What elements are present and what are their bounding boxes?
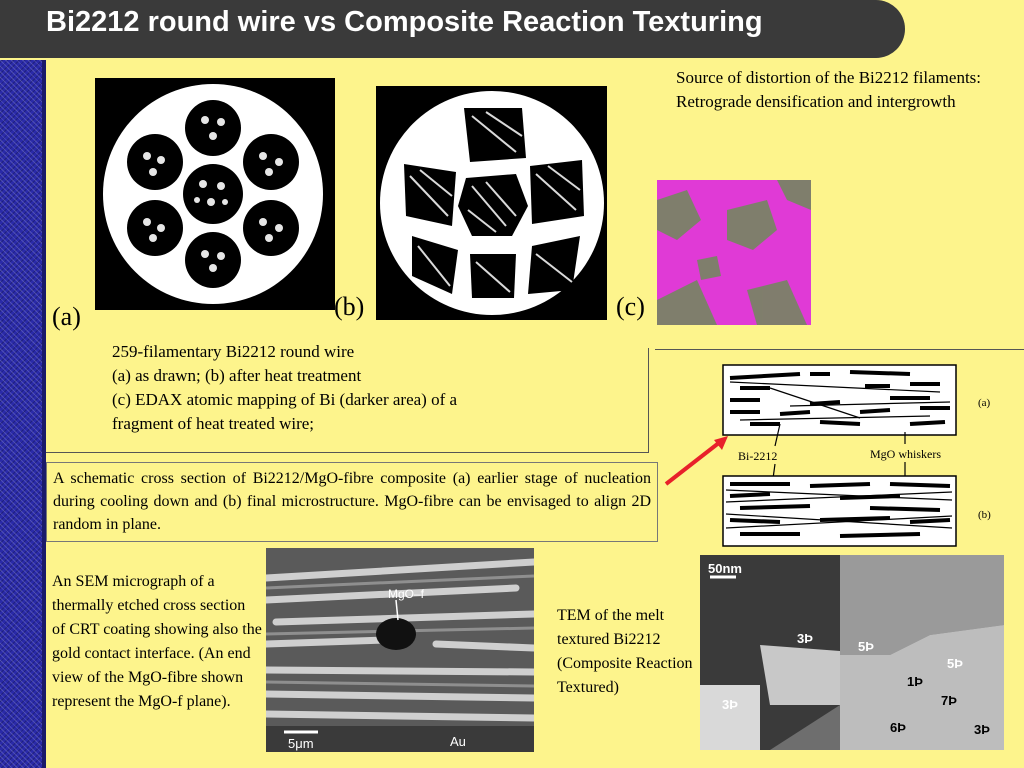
schematic-label-a: (a) bbox=[978, 397, 991, 409]
label-a: (a) bbox=[52, 302, 81, 331]
wire-image-as-drawn bbox=[95, 78, 335, 310]
caption-line: 259-filamentary Bi2212 round wire bbox=[112, 342, 355, 361]
tem-grain-label: 3Þ bbox=[722, 697, 738, 712]
caption-line: (a) as drawn; (b) after heat treatment bbox=[112, 366, 362, 385]
tem-scale-label: 50nm bbox=[708, 561, 742, 576]
red-arrow-icon bbox=[664, 436, 728, 486]
wire-caption: 259-filamentary Bi2212 round wire (a) as… bbox=[112, 340, 632, 436]
tem-grain-label: 3Þ bbox=[797, 631, 813, 646]
page-title: Bi2212 round wire vs Composite Reaction … bbox=[46, 6, 763, 38]
sem-au-label: Au bbox=[450, 734, 466, 749]
tem-grain-label: 1Þ bbox=[907, 674, 923, 689]
sem-scale-label: 5μm bbox=[288, 736, 314, 751]
wire-image-heat-treated bbox=[376, 86, 607, 320]
caption-line: fragment of heat treated wire; bbox=[112, 414, 315, 433]
caption-box bbox=[46, 348, 649, 453]
tem-grain-label: 6Þ bbox=[890, 720, 906, 735]
caption-line: (c) EDAX atomic mapping of Bi (darker ar… bbox=[112, 390, 458, 409]
mgo-whiskers-label: MgO whiskers bbox=[870, 447, 941, 461]
tem-grain-label: 3Þ bbox=[974, 722, 990, 737]
tem-description: TEM of the melt textured Bi2212 (Composi… bbox=[557, 607, 693, 696]
bi2212-label: Bi-2212 bbox=[738, 449, 777, 463]
edax-bi-map bbox=[657, 180, 811, 325]
schematic-label-b: (b) bbox=[978, 509, 991, 521]
left-bar-edge bbox=[42, 60, 46, 768]
tem-micrograph: 50nm 3Þ 5Þ 5Þ 1Þ 7Þ 3Þ 6Þ 3Þ bbox=[700, 555, 1004, 750]
label-b: (b) bbox=[334, 292, 365, 321]
left-decorative-bar bbox=[0, 60, 42, 768]
label-c: (c) bbox=[616, 292, 645, 321]
tem-grain-label: 5Þ bbox=[858, 639, 874, 654]
tem-grain-label: 7Þ bbox=[941, 693, 957, 708]
sem-description: An SEM micrograph of a thermally etched … bbox=[52, 573, 262, 710]
schematic-description: A schematic cross section of Bi2212/MgO-… bbox=[46, 462, 658, 542]
tem-grain-label: 5Þ bbox=[947, 656, 963, 671]
sem-micrograph: 5μm Au MgO–f bbox=[266, 548, 534, 752]
sem-mgo-label: MgO–f bbox=[388, 587, 425, 601]
source-distortion-text: Source of distortion of the Bi2212 filam… bbox=[676, 68, 982, 111]
divider-line bbox=[655, 349, 1024, 350]
composite-schematic: (a) Bi-2212 MgO whiskers (b) bbox=[722, 364, 991, 547]
title-banner bbox=[0, 0, 905, 58]
